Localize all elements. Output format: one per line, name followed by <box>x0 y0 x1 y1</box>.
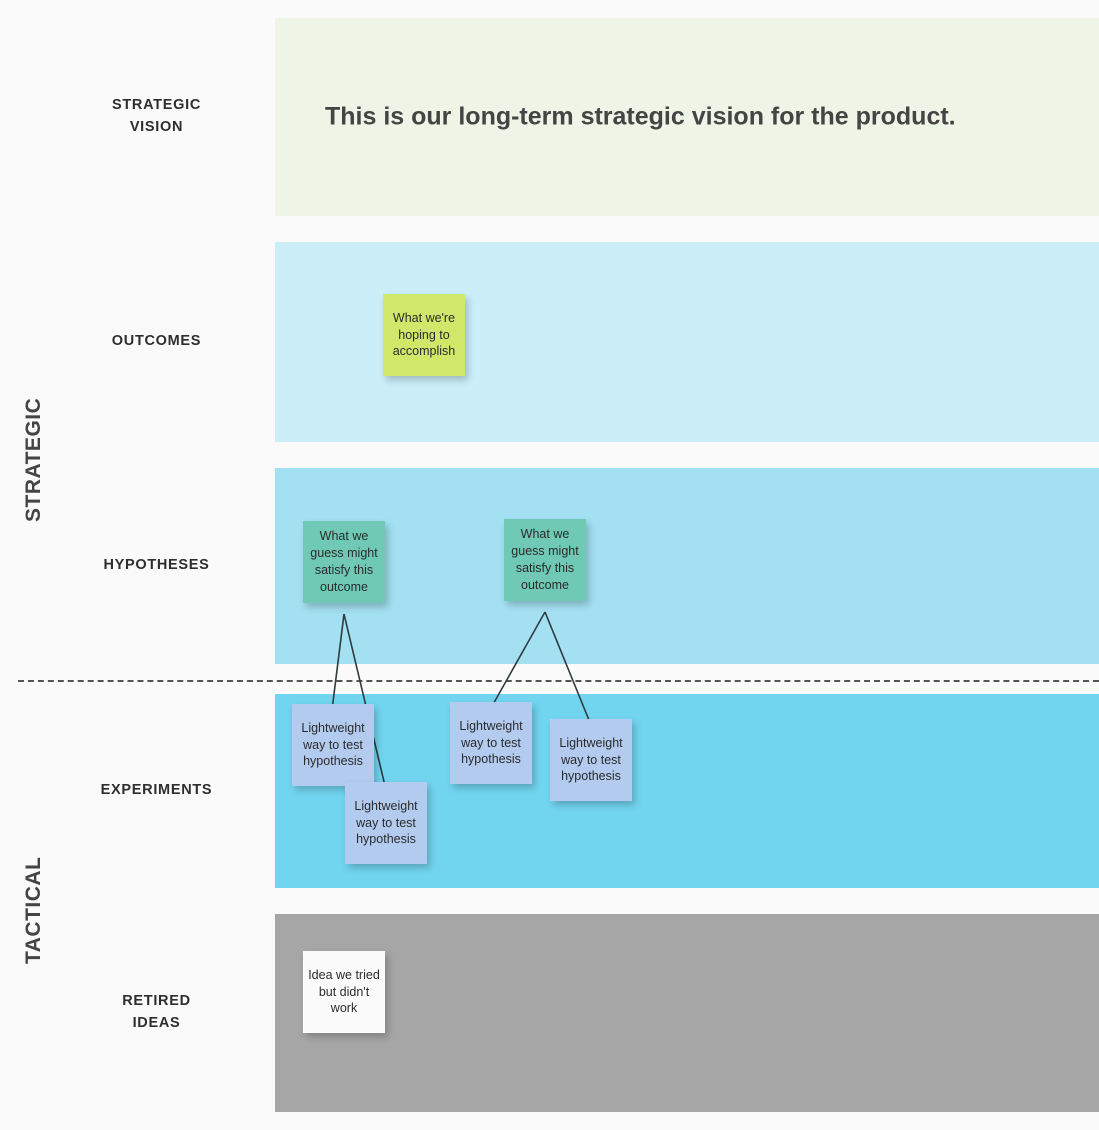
row-label-line2: IDEAS <box>132 1015 181 1031</box>
sticky-note-text: Lightweight way to test hypothesis <box>459 718 523 767</box>
row-label-retired-ideas: RETIRED IDEAS <box>68 914 245 1112</box>
row-outcomes: OUTCOMES <box>0 242 1099 442</box>
sticky-note-text: Lightweight way to test hypothesis <box>301 720 365 769</box>
sticky-note-retired[interactable]: Idea we tried but didn't work <box>303 951 385 1033</box>
sticky-note-hypothesis[interactable]: What we guess might satisfy this outcome <box>303 521 385 603</box>
sticky-note-text: Lightweight way to test hypothesis <box>354 798 418 847</box>
sticky-note-experiment[interactable]: Lightweight way to test hypothesis <box>345 782 427 864</box>
strategic-tactical-divider <box>18 680 1099 682</box>
sticky-note-text: What we guess might satisfy this outcome <box>511 527 579 592</box>
vision-headline: This is our long-term strategic vision f… <box>325 102 956 131</box>
row-label-hypotheses: HYPOTHESES <box>103 557 210 574</box>
row-label-strategic-vision: STRATEGIC VISION <box>68 18 245 216</box>
row-label-experiments: EXPERIMENTS <box>100 782 213 799</box>
sticky-note-text: Lightweight way to test hypothesis <box>559 735 623 784</box>
row-retired-ideas: RETIRED IDEAS <box>0 914 1099 1112</box>
row-hypotheses: HYPOTHESES <box>0 468 1099 664</box>
sticky-note-text: What we guess might satisfy this outcome <box>310 529 378 594</box>
sticky-note-text: Idea we tried but didn't work <box>308 967 380 1016</box>
band-hypotheses <box>275 468 1099 664</box>
sticky-note-experiment[interactable]: Lightweight way to test hypothesis <box>292 704 374 786</box>
row-label-line1: STRATEGIC <box>111 97 201 114</box>
band-retired-ideas <box>275 914 1099 1112</box>
row-label-line2: VISION <box>129 119 184 135</box>
band-strategic-vision: This is our long-term strategic vision f… <box>275 18 1099 216</box>
sticky-note-experiment[interactable]: Lightweight way to test hypothesis <box>450 702 532 784</box>
row-strategic-vision: STRATEGIC VISION This is our long-term s… <box>0 18 1099 216</box>
sticky-note-text: What we're hoping to accomplish <box>392 310 456 359</box>
sticky-note-outcome[interactable]: What we're hoping to accomplish <box>383 294 465 376</box>
row-label-line1: RETIRED <box>122 993 191 1010</box>
row-label-outcomes: OUTCOMES <box>111 333 202 350</box>
sticky-note-hypothesis[interactable]: What we guess might satisfy this outcome <box>504 519 586 601</box>
sticky-note-experiment[interactable]: Lightweight way to test hypothesis <box>550 719 632 801</box>
